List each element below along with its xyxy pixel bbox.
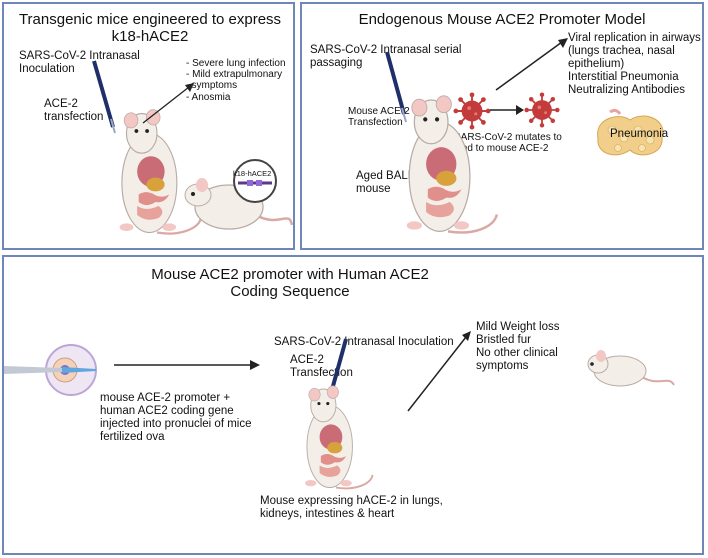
panel-mouse-promoter-human-ace2: Mouse ACE2 promoter with Human ACE2 Codi… bbox=[2, 255, 704, 555]
hace2-mouse-figure bbox=[276, 377, 396, 497]
outcomes-list: Mild Weight loss Bristled fur No other c… bbox=[476, 321, 560, 372]
outcomes-list: Viral replication in airways (lungs trac… bbox=[568, 32, 701, 96]
pneumonia-lung-icon bbox=[597, 108, 664, 156]
result-arrow bbox=[407, 331, 471, 412]
mouse-outcome-figure bbox=[587, 350, 675, 387]
passaging-label: SARS-CoV-2 Intranasal serial passaging bbox=[310, 44, 462, 69]
transfection-label: ACE-2 transfection bbox=[44, 98, 104, 123]
gene-label: k18-hACE2 bbox=[233, 169, 272, 178]
inoculation-label: SARS-CoV-2 Intranasal Inoculation bbox=[19, 50, 140, 75]
virus-icon bbox=[453, 92, 491, 130]
panel-transgenic-k18-hace2: Transgenic mice engineered to express k1… bbox=[2, 2, 295, 250]
transgenic-mouse-figure bbox=[184, 178, 294, 230]
mutated-virus-icon bbox=[524, 92, 560, 128]
microinjection-needle-icon bbox=[4, 344, 97, 396]
panel-title: Mouse ACE2 promoter with Human ACE2 Codi… bbox=[151, 266, 429, 300]
injection-arrow bbox=[114, 360, 260, 370]
outcomes-list: - Severe lung infection - Mild extrapulm… bbox=[186, 58, 286, 103]
expression-label: Mouse expressing hACE-2 in lungs, kidney… bbox=[260, 495, 443, 520]
panel-title: Transgenic mice engineered to express k1… bbox=[18, 11, 282, 45]
mouse-label: Aged BALB/c mouse bbox=[356, 170, 425, 195]
pipette-icon bbox=[92, 60, 116, 134]
result-arrow bbox=[495, 38, 568, 91]
panel-title: Endogenous Mouse ACE2 Promoter Model bbox=[358, 11, 646, 28]
pneumonia-label: Pneumonia bbox=[610, 128, 669, 140]
pipette-icon bbox=[385, 51, 407, 123]
injection-label: mouse ACE-2 promoter + human ACE2 coding… bbox=[100, 392, 252, 443]
gene-magnifier-icon bbox=[233, 159, 277, 203]
panel-endogenous-promoter: Endogenous Mouse ACE2 Promoter Model SAR… bbox=[300, 2, 704, 250]
inoculation-label: SARS-CoV-2 Intranasal Inoculation bbox=[274, 336, 454, 348]
mutation-arrow bbox=[490, 105, 524, 115]
transfection-label: Mouse ACE-2 Transfection bbox=[348, 106, 410, 129]
result-arrow bbox=[142, 83, 194, 124]
